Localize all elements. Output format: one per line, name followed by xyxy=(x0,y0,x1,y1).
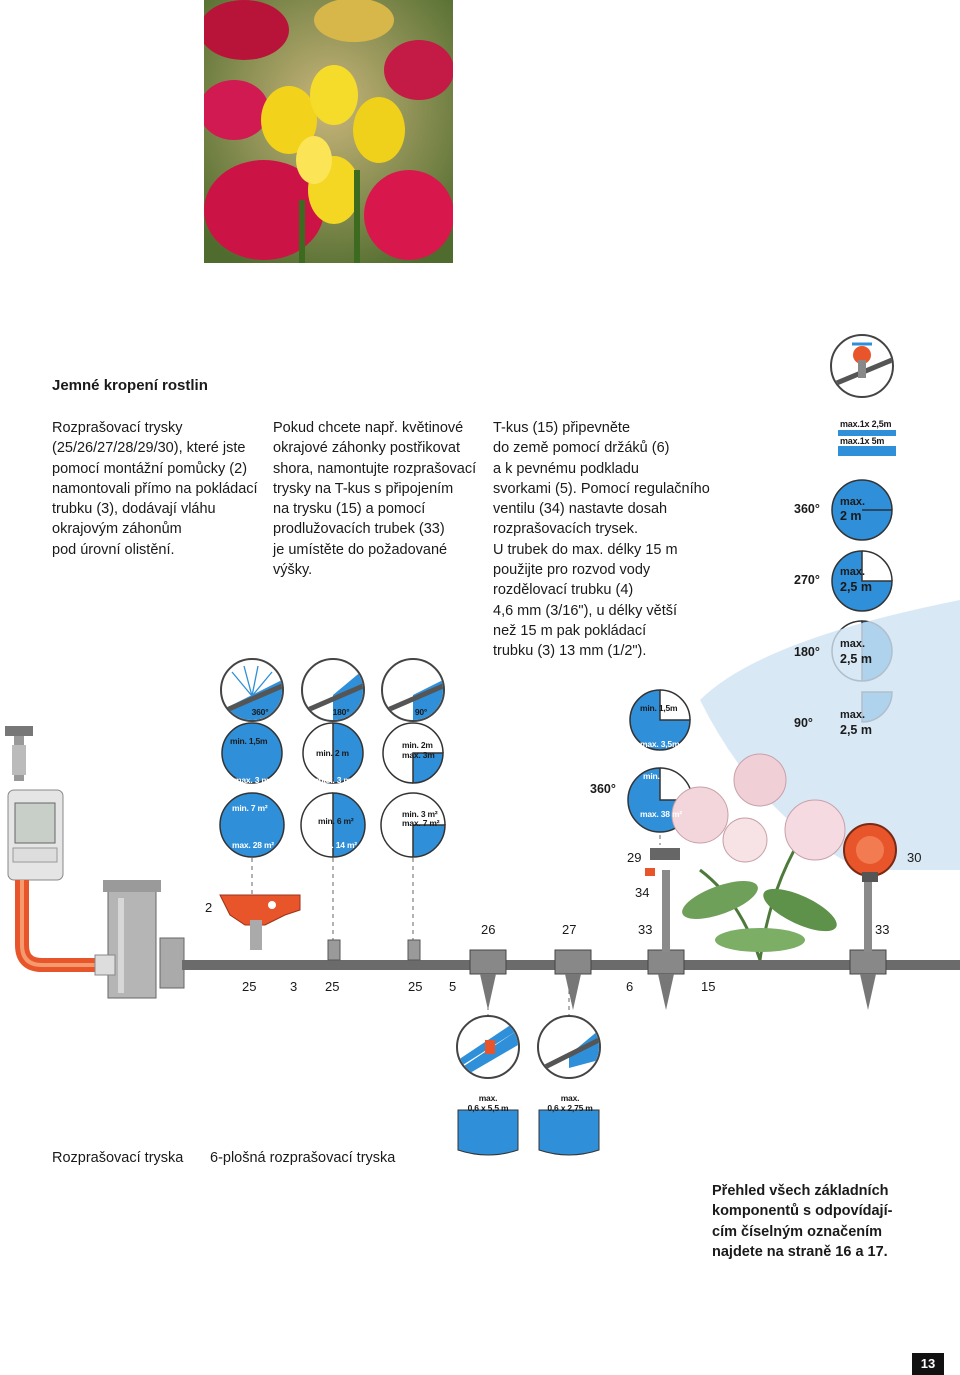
t-pieces xyxy=(470,950,886,1010)
page-number: 13 xyxy=(912,1353,944,1375)
grid-angle-360: 360° xyxy=(240,707,280,717)
grid-area-max-2: max. 14 m² xyxy=(315,840,357,850)
pipe-nozzles xyxy=(328,940,420,960)
range-label-360-b: 2 m xyxy=(840,509,862,523)
grid-range-min-2: min. 2 m xyxy=(316,748,349,758)
angle-label-270: 270° xyxy=(794,573,820,587)
column-3-text: T-kus (15) připevněte do země pomocí drž… xyxy=(493,418,733,662)
part-number-26: 26 xyxy=(481,922,495,937)
grid-range-min-3: min. 2m xyxy=(402,740,433,750)
part-number-27: 27 xyxy=(562,922,576,937)
grid-area-max-1: max. 28 m² xyxy=(232,840,274,850)
column-1-text: Rozprašovací trysky (25/26/27/28/29/30),… xyxy=(52,418,262,560)
part-number-25c: 25 xyxy=(408,979,422,994)
part-number-2: 2 xyxy=(205,900,212,915)
filter-unit xyxy=(95,880,184,998)
grid-area-min-2: min. 6 m² xyxy=(318,816,354,826)
grid-area-min-1: min. 7 m² xyxy=(232,803,268,813)
range-label-90-a: max. xyxy=(840,709,865,721)
assembly-tool xyxy=(220,895,300,950)
part-number-15: 15 xyxy=(701,979,715,994)
bar-label-top: max.1x 2,5m xyxy=(840,419,891,429)
grid-range-max-1: max. 3 m xyxy=(234,775,269,785)
strip-shapes xyxy=(458,1110,599,1155)
range-label-270-b: 2,5 m xyxy=(840,580,872,594)
caption-six-face-nozzle: 6-plošná rozprašovací tryska xyxy=(210,1148,395,1168)
part-number-33a: 33 xyxy=(638,922,652,937)
range-label-180-a: max. xyxy=(840,638,865,650)
nozzle-detail-circle xyxy=(831,335,893,397)
nozzle29-area-max: max. 38 m² xyxy=(640,809,682,819)
grid-range-max-2: max. 3 m xyxy=(316,775,351,785)
part-number-6: 6 xyxy=(626,979,633,994)
strip-label-1: max. 0,6 x 5,5 m xyxy=(460,1093,516,1113)
range-label-360-a: max. xyxy=(840,496,865,508)
part-number-25a: 25 xyxy=(242,979,256,994)
part-number-33b: 33 xyxy=(875,922,889,937)
bar-label-bottom: max.1x 5m xyxy=(840,436,884,446)
strip-circle-1 xyxy=(457,1016,519,1080)
part-number-3: 3 xyxy=(290,979,297,994)
faucet-and-timer xyxy=(5,726,100,965)
six-face-nozzle xyxy=(844,824,896,882)
nozzle29-range-max: max. 3,5m xyxy=(640,739,679,749)
section-heading: Jemné kropení rostlin xyxy=(52,377,208,394)
nozzle29-angle: 360° xyxy=(590,782,616,796)
grid-area-max-3: max. 7 m² xyxy=(402,818,439,828)
strip-circle-2 xyxy=(538,1016,600,1078)
part-number-5: 5 xyxy=(449,979,456,994)
range-label-270-a: max. xyxy=(840,566,865,578)
range-label-180-b: 2,5 m xyxy=(840,652,872,666)
grid-range-min-1: min. 1,5m xyxy=(230,736,267,746)
nozzle29-range-min: min. 1,5m xyxy=(640,703,677,713)
angle-label-360: 360° xyxy=(794,502,820,516)
grid-angle-180: 180° xyxy=(321,707,361,717)
part-number-25b: 25 xyxy=(325,979,339,994)
part-number-29: 29 xyxy=(627,850,641,865)
part-number-34: 34 xyxy=(635,885,649,900)
column-2-text: Pokud chcete např. květinové okrajové zá… xyxy=(273,418,483,580)
angle-label-180: 180° xyxy=(794,645,820,659)
reference-note: Přehled všech základních komponentů s od… xyxy=(712,1181,932,1262)
range-label-90-b: 2,5 m xyxy=(840,723,872,737)
part-number-30: 30 xyxy=(907,850,921,865)
grid-angle-90: 90° xyxy=(401,707,441,717)
angle-label-90: 90° xyxy=(794,716,813,730)
grid-range-max-3: max. 3m xyxy=(402,750,435,760)
nozzle29-area-min: min. 7m² xyxy=(643,771,676,781)
caption-nozzle: Rozprašovací tryska xyxy=(52,1148,183,1168)
strip-label-2: max. 0,6 x 2,75 m xyxy=(540,1093,600,1113)
